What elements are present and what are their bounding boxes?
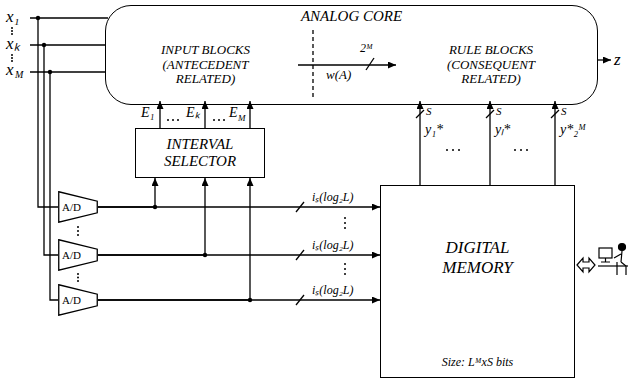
size-note: Size: LᴹxS bits xyxy=(442,356,513,369)
bus-signal-name: iₛ(log₂L) xyxy=(312,239,354,251)
signal-connector xyxy=(554,101,555,185)
signal-connector xyxy=(159,101,160,128)
converter-outline xyxy=(59,285,98,316)
output-signal-name: z xyxy=(614,51,621,68)
rule-blocks-region: RULE BLOCKS (CONSEQUENT RELATED) xyxy=(396,29,586,101)
signal-connector xyxy=(98,178,155,207)
signal-connector xyxy=(204,101,205,128)
converter-label: A/D xyxy=(62,295,81,306)
block-title: INTERVAL SELECTOR xyxy=(146,136,254,171)
converter-label: A/D xyxy=(62,250,81,261)
converter-label: A/D xyxy=(62,202,81,213)
converter-outline xyxy=(59,192,98,223)
input-wire xyxy=(30,17,108,18)
input-signal-name: x₁ xyxy=(6,8,19,25)
bus-slash xyxy=(366,58,374,70)
input-signal-name: x xyxy=(6,61,14,78)
junction-dot xyxy=(36,16,40,20)
bus-signal-name: iₛ(log₂L) xyxy=(312,191,354,203)
bus-width: S xyxy=(561,106,567,117)
signal-connector xyxy=(98,178,250,300)
output-arrow xyxy=(598,59,611,60)
consequent-signal-name: yₗ* xyxy=(495,123,510,137)
block-title: ANALOG CORE xyxy=(106,8,597,25)
signal-connector xyxy=(489,101,490,185)
enable-signal-name: Eₖ xyxy=(186,106,200,120)
ad-converter: A/D xyxy=(58,191,98,223)
signal-connector xyxy=(298,64,396,65)
bus-width: S xyxy=(496,106,502,117)
consequent-signal-name: y*₂ᴹ xyxy=(560,123,586,137)
ad-converter: A/D xyxy=(58,239,98,271)
input-blocks-region: INPUT BLOCKS (ANTECEDENT RELATED) xyxy=(113,29,298,101)
user-at-computer-icon xyxy=(598,244,628,276)
signal-connector xyxy=(419,101,420,185)
input-branch-wire xyxy=(44,45,58,255)
enable-signal-name: E₁ xyxy=(141,106,154,120)
double-arrow xyxy=(577,258,595,272)
digital-memory-box: DIGITAL MEMORY Size: LᴹxS bits xyxy=(380,185,575,378)
input-branch-wire xyxy=(38,18,58,207)
consequent-signal-name: y₁* xyxy=(425,123,443,137)
divider-dashed-line xyxy=(312,30,313,98)
bus-width: S xyxy=(426,106,432,117)
input-wire xyxy=(30,71,105,72)
junction-dot xyxy=(42,43,46,47)
connector-label: w(A) xyxy=(326,68,351,81)
junction-dot xyxy=(48,70,52,74)
ad-converter: A/D xyxy=(58,284,98,316)
signal-connector xyxy=(249,101,250,128)
region-label: RULE BLOCKS (CONSEQUENT RELATED) xyxy=(421,43,561,88)
signal-connector xyxy=(98,254,380,255)
signal-subscript: M xyxy=(15,70,23,80)
block-title: DIGITAL MEMORY xyxy=(422,238,534,277)
bus-signal-name: iₛ(log₂L) xyxy=(312,284,354,296)
signal-connector xyxy=(98,299,380,300)
bus-width: 2ᴹ xyxy=(360,42,373,54)
input-wire xyxy=(30,44,105,45)
signal-connector xyxy=(98,178,205,255)
analog-core-block: ANALOG CORE INPUT BLOCKS (ANTECEDENT RELA… xyxy=(105,5,598,105)
signal-connector xyxy=(98,206,380,207)
enable-signal-name: E xyxy=(229,106,238,120)
input-branch-wire xyxy=(50,72,58,300)
signal-subscript: M xyxy=(238,114,246,123)
input-signal-name: xₖ xyxy=(6,35,20,52)
interval-selector-box: INTERVAL SELECTOR xyxy=(135,128,265,178)
region-label: INPUT BLOCKS (ANTECEDENT RELATED) xyxy=(136,43,276,88)
converter-outline xyxy=(59,240,98,271)
